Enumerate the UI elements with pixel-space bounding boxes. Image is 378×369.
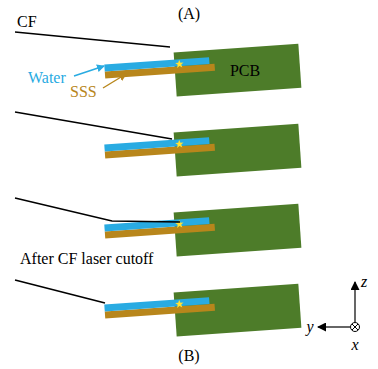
board-block: PCB — [227, 60, 263, 82]
axis-label: z — [361, 274, 367, 290]
part-name: Water — [28, 70, 66, 86]
part-name: SSS — [70, 84, 97, 100]
block-label: PCB — [230, 63, 260, 79]
part-name: CF — [17, 14, 37, 30]
panel-tag: (B) — [178, 348, 199, 364]
axis-label: x — [351, 337, 358, 353]
axis-label: y — [306, 319, 313, 335]
step-note: After CF laser cutoff — [20, 251, 153, 267]
panel-tag: (A) — [178, 6, 200, 22]
